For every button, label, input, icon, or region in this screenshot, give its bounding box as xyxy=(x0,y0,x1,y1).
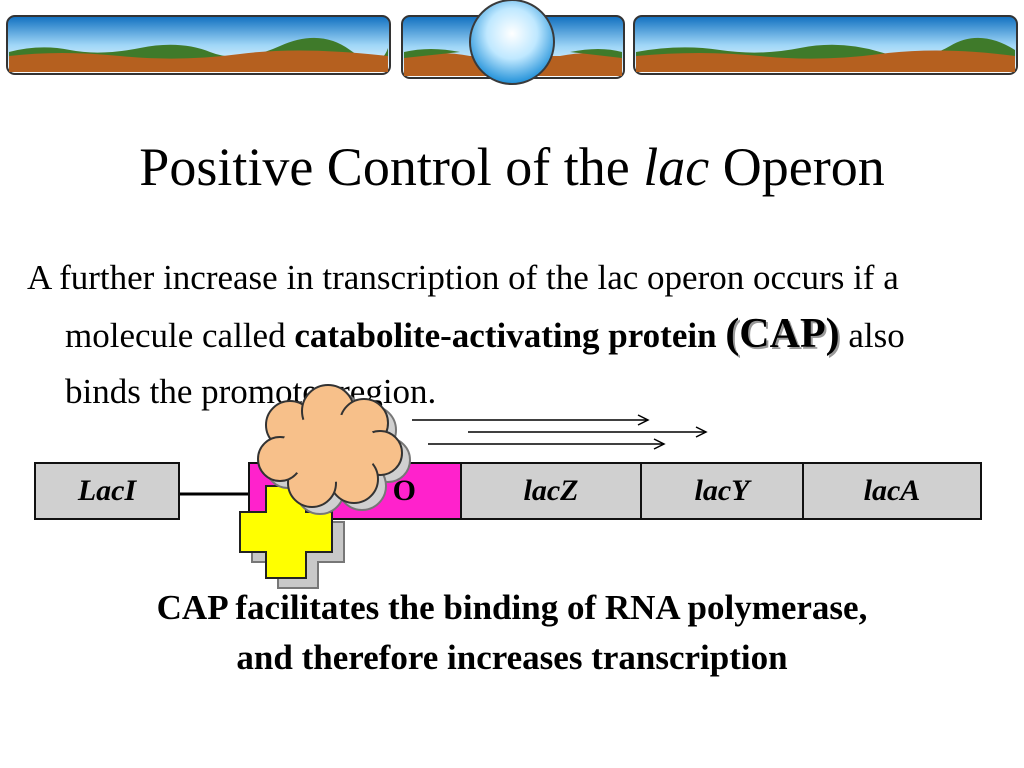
body-line1: A further increase in transcription of t… xyxy=(27,258,899,355)
body-paragraph: A further increase in transcription of t… xyxy=(27,250,987,420)
title-italic: lac xyxy=(643,137,710,197)
body-cap: (CAP) xyxy=(725,311,840,357)
title-prefix: Positive Control of the xyxy=(139,137,644,197)
header-banner xyxy=(6,0,1018,85)
body-text: A further increase in transcription of t… xyxy=(27,250,987,420)
slide-title: Positive Control of the lac Operon xyxy=(0,132,1024,202)
footer-line2: and therefore increases transcription xyxy=(236,638,788,677)
title-suffix: Operon xyxy=(709,137,885,197)
rna-polymerase-icon xyxy=(239,485,333,579)
footer-text: CAP facilitates the binding of RNA polym… xyxy=(0,583,1024,683)
cap-cloud-core xyxy=(282,414,378,482)
gene-lacy: lacY xyxy=(640,462,804,520)
body-bold-term: catabolite-activating protein xyxy=(294,316,717,355)
footer-line1: CAP facilitates the binding of RNA polym… xyxy=(156,588,868,627)
gene-lacz: lacZ xyxy=(460,462,642,520)
transcription-arrows xyxy=(412,414,708,450)
gene-laci: LacI xyxy=(34,462,180,520)
gene-laca: lacA xyxy=(802,462,982,520)
